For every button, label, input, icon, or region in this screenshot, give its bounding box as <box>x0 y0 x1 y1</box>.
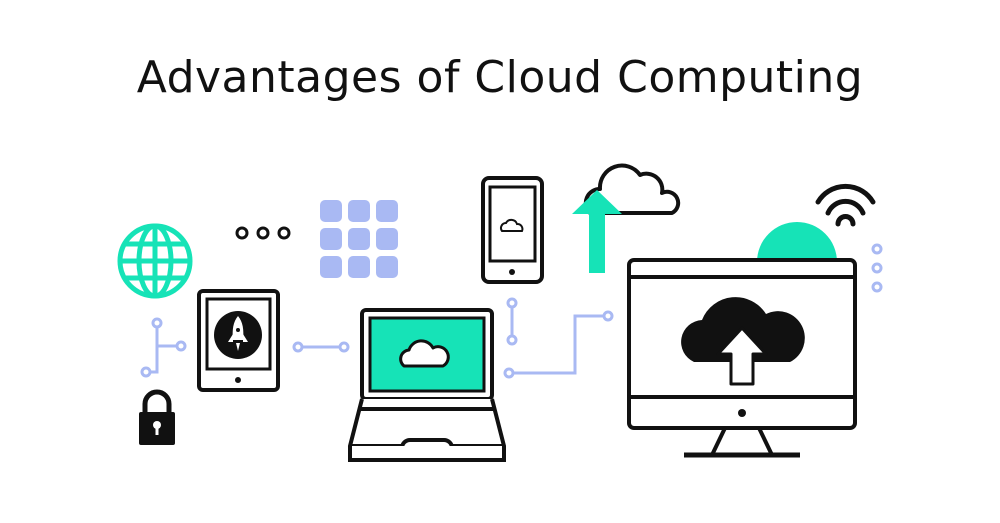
cloud-upload-arrow-icon <box>572 163 681 273</box>
app-grid-icon <box>320 200 398 278</box>
three-dots-icon <box>235 226 291 240</box>
smartphone-icon <box>481 176 544 284</box>
tablet-icon <box>197 289 280 392</box>
page-title: Advantages of Cloud Computing <box>136 52 864 103</box>
desktop-monitor-icon <box>627 222 857 458</box>
padlock-icon <box>139 389 175 445</box>
cloud-icon <box>399 339 450 368</box>
wifi-icon <box>815 183 876 227</box>
cloud-icon <box>500 218 524 232</box>
laptop-icon <box>348 308 506 462</box>
rocket-icon <box>214 311 262 359</box>
globe-icon <box>117 223 193 299</box>
connector-nodes <box>140 243 883 379</box>
cloud-upload-icon <box>681 297 805 386</box>
